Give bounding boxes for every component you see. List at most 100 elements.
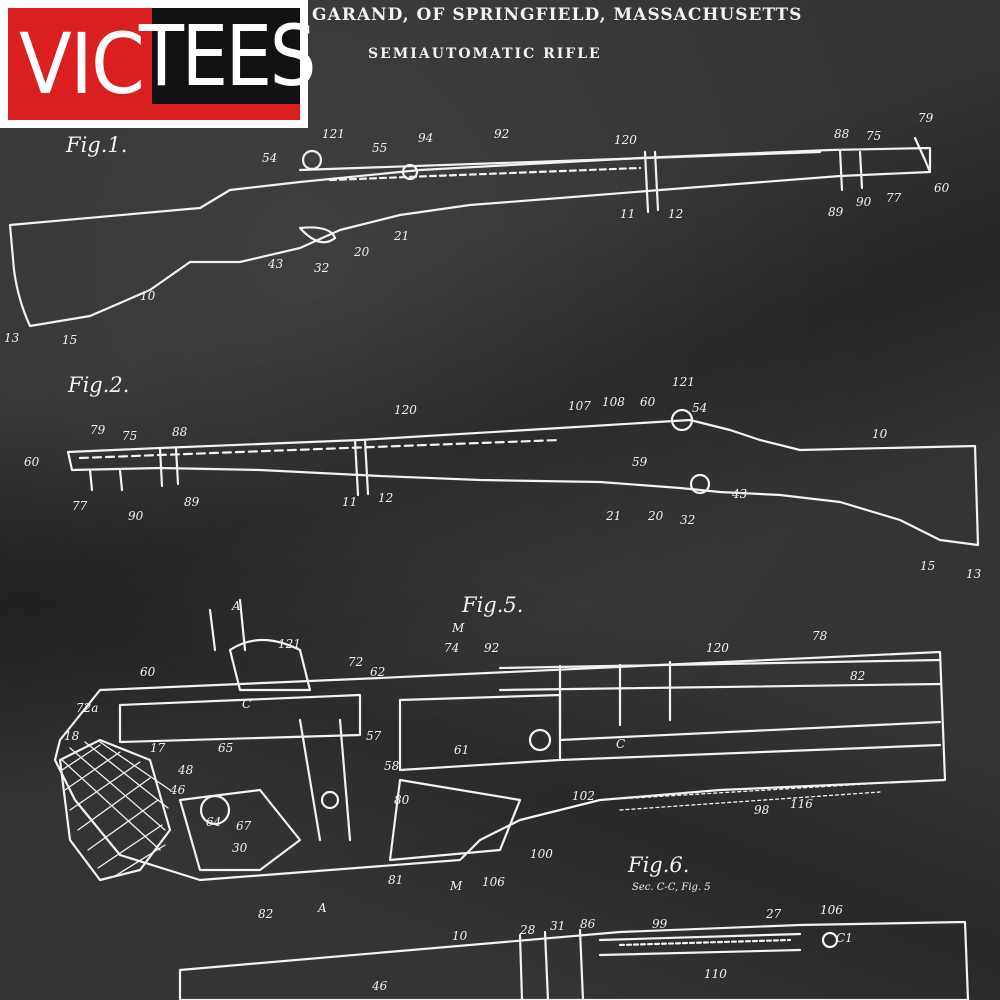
logo-black-panel: TEES bbox=[139, 8, 316, 104]
svg-text:79: 79 bbox=[90, 423, 106, 437]
fig1-label: Fig.1. bbox=[65, 133, 127, 157]
logo-text-left: VIC bbox=[19, 15, 145, 113]
fig5-label: Fig.5. bbox=[461, 593, 523, 617]
svg-text:20: 20 bbox=[353, 245, 370, 259]
svg-text:31: 31 bbox=[550, 919, 565, 933]
svg-text:C: C bbox=[242, 697, 251, 711]
svg-text:100: 100 bbox=[530, 847, 553, 861]
svg-text:M: M bbox=[451, 621, 465, 635]
svg-text:28: 28 bbox=[519, 923, 536, 937]
svg-text:27: 27 bbox=[765, 907, 782, 921]
svg-text:99: 99 bbox=[652, 917, 668, 931]
svg-text:75: 75 bbox=[122, 429, 137, 443]
svg-text:M: M bbox=[449, 879, 463, 893]
svg-text:64: 64 bbox=[206, 815, 221, 829]
svg-text:10: 10 bbox=[452, 929, 468, 943]
svg-text:121: 121 bbox=[322, 127, 345, 141]
svg-text:13: 13 bbox=[966, 567, 982, 581]
svg-text:107: 107 bbox=[568, 399, 591, 413]
patent-header-line1: GARAND, OF SPRINGFIELD, MASSACHUSETTS bbox=[312, 5, 802, 25]
svg-text:54: 54 bbox=[262, 151, 277, 165]
svg-text:77: 77 bbox=[72, 499, 88, 513]
svg-text:88: 88 bbox=[172, 425, 188, 439]
svg-text:67: 67 bbox=[236, 819, 252, 833]
svg-text:77: 77 bbox=[886, 191, 902, 205]
svg-text:92: 92 bbox=[484, 641, 499, 655]
svg-text:121: 121 bbox=[672, 375, 695, 389]
svg-text:106: 106 bbox=[820, 903, 843, 917]
svg-text:108: 108 bbox=[602, 395, 625, 409]
svg-text:60: 60 bbox=[24, 455, 40, 469]
svg-text:82: 82 bbox=[258, 907, 273, 921]
svg-text:106: 106 bbox=[482, 875, 505, 889]
svg-text:75: 75 bbox=[866, 129, 881, 143]
svg-text:55: 55 bbox=[372, 141, 387, 155]
svg-text:61: 61 bbox=[454, 743, 469, 757]
svg-text:65: 65 bbox=[218, 741, 233, 755]
svg-text:116: 116 bbox=[790, 797, 813, 811]
svg-text:62: 62 bbox=[370, 665, 385, 679]
svg-text:80: 80 bbox=[394, 793, 410, 807]
svg-text:C: C bbox=[616, 737, 625, 751]
svg-text:110: 110 bbox=[704, 967, 727, 981]
svg-text:46: 46 bbox=[169, 783, 186, 797]
svg-text:89: 89 bbox=[184, 495, 200, 509]
svg-text:120: 120 bbox=[394, 403, 417, 417]
svg-text:54: 54 bbox=[692, 401, 707, 415]
svg-text:90: 90 bbox=[128, 509, 144, 523]
svg-text:120: 120 bbox=[614, 133, 637, 147]
svg-text:74: 74 bbox=[444, 641, 459, 655]
fig6-label: Fig.6. bbox=[627, 853, 689, 877]
reference-numerals: 121 94 92 120 88 75 79 55 54 60 77 90 89… bbox=[4, 111, 982, 993]
svg-text:81: 81 bbox=[388, 873, 403, 887]
svg-text:92: 92 bbox=[494, 127, 509, 141]
fig5-receiver-drawing bbox=[53, 598, 947, 882]
svg-text:60: 60 bbox=[934, 181, 950, 195]
svg-text:60: 60 bbox=[140, 665, 156, 679]
svg-text:32: 32 bbox=[680, 513, 695, 527]
svg-text:18: 18 bbox=[64, 729, 80, 743]
svg-text:20: 20 bbox=[647, 509, 664, 523]
svg-text:48: 48 bbox=[177, 763, 194, 777]
victees-logo: VIC TEES bbox=[0, 0, 316, 128]
svg-text:59: 59 bbox=[632, 455, 648, 469]
svg-text:90: 90 bbox=[856, 195, 872, 209]
svg-text:C1: C1 bbox=[836, 931, 853, 945]
svg-text:11: 11 bbox=[342, 495, 357, 509]
svg-text:120: 120 bbox=[706, 641, 729, 655]
fig6-section-drawing bbox=[178, 920, 970, 1000]
svg-text:86: 86 bbox=[580, 917, 596, 931]
patent-header-line2: SEMIAUTOMATIC RIFLE bbox=[368, 46, 602, 62]
svg-text:58: 58 bbox=[384, 759, 400, 773]
svg-text:12: 12 bbox=[668, 207, 683, 221]
fig2-label: Fig.2. bbox=[67, 373, 129, 397]
svg-text:82: 82 bbox=[850, 669, 865, 683]
svg-text:43: 43 bbox=[731, 487, 748, 501]
svg-text:12: 12 bbox=[378, 491, 393, 505]
svg-text:13: 13 bbox=[4, 331, 20, 345]
svg-text:21: 21 bbox=[605, 509, 621, 523]
svg-text:17: 17 bbox=[150, 741, 166, 755]
svg-text:15: 15 bbox=[920, 559, 935, 573]
svg-text:11: 11 bbox=[620, 207, 635, 221]
svg-text:102: 102 bbox=[572, 789, 595, 803]
svg-text:21: 21 bbox=[393, 229, 409, 243]
svg-text:60: 60 bbox=[640, 395, 656, 409]
svg-text:46: 46 bbox=[371, 979, 388, 993]
svg-text:78: 78 bbox=[812, 629, 828, 643]
svg-text:72: 72 bbox=[348, 655, 363, 669]
svg-text:15: 15 bbox=[62, 333, 77, 347]
svg-text:72a: 72a bbox=[76, 701, 98, 715]
svg-text:79: 79 bbox=[918, 111, 934, 125]
svg-text:94: 94 bbox=[418, 131, 433, 145]
svg-text:30: 30 bbox=[232, 841, 248, 855]
svg-text:32: 32 bbox=[314, 261, 329, 275]
svg-text:121: 121 bbox=[278, 637, 301, 651]
fig6-note: Sec. C-C, Fig. 5 bbox=[632, 882, 711, 893]
fig2-rifle-drawing bbox=[66, 408, 980, 547]
svg-text:10: 10 bbox=[872, 427, 888, 441]
fig1-rifle-drawing bbox=[8, 136, 932, 328]
svg-text:88: 88 bbox=[834, 127, 850, 141]
svg-text:98: 98 bbox=[754, 803, 770, 817]
